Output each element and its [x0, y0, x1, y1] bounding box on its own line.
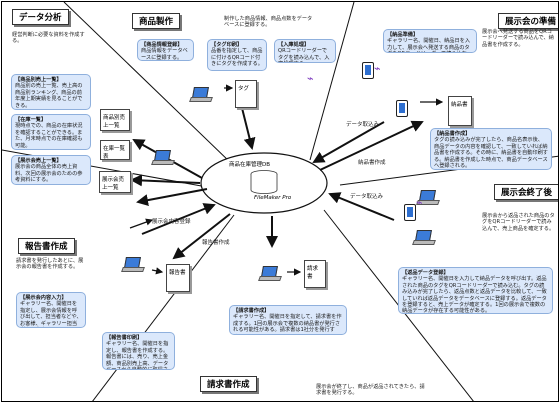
document-invoice: 請求書 [304, 260, 326, 288]
section-product-production: 商品製作 [132, 13, 181, 29]
label-data-read-prep: データ取込み [346, 122, 380, 128]
divider-line [92, 214, 235, 401]
note-data-analysis: 経営判断に必要な資料を作成する。 [12, 32, 85, 45]
note-invoice: 展示会が終了し、商品が返品されてきたら、請求書を発行する。 [316, 384, 425, 397]
box-tag-print: 【タグ印刷】品番を指定して、商品に付けるQRコード付きにタグを作成する。 [207, 39, 267, 71]
handheld-terminal-icon [362, 62, 374, 79]
arrow [172, 213, 231, 260]
note-report: 請求書を発行したあとに、展示会の報告書を作成する。 [16, 258, 84, 271]
laptop-icon [412, 230, 436, 245]
label-report-create: 報告書作成 [202, 240, 230, 246]
box-return-data-registration: 【返品データ登録】ギャラリー名、開催日を入力して納品データを呼び出す。返品された… [398, 267, 553, 314]
database-brand: FileMaker Pro [254, 195, 292, 201]
box-exhibition-content-entry: 【展示会内容入力】ギャラリー名、開催日を指定し、展示会情報を呼び出して、担当者な… [16, 292, 86, 328]
document-product-sales: 商品別売上一覧 [100, 109, 130, 131]
handheld-terminal-icon [396, 100, 408, 117]
box-report-print: 【報告書印刷】ギャラリー名、開催日を指定し、報告書を作成する。報告書には、売り、… [102, 332, 175, 370]
arrow [130, 174, 201, 187]
box-inventory-list: 【在庫一覧】現時点での、商品の在庫状況を確認することができる。また、月末時点での… [11, 114, 91, 150]
divider-line [309, 2, 355, 161]
document-tag: タグ [235, 80, 257, 108]
note-exhibition-end: 展示会から返品された商品のタグをQRコードリーダーで読み込んで、売上商品を確定す… [482, 213, 555, 232]
arrow [328, 192, 395, 221]
arrow [141, 203, 216, 235]
arrow [136, 188, 208, 207]
laptop-icon [151, 150, 175, 165]
arrow [239, 99, 256, 150]
document-report: 報告書 [166, 264, 190, 292]
document-delivery-note: 納品書 [448, 96, 472, 126]
box-delivery-note-create: 【納品書作成】タグの読み込みが完了したら、商品名表示後、商品データの内容を確認し… [430, 128, 552, 170]
box-stock-in: 【入庫処理】QRコードリーダーでタグを読み込んで、入庫処理する。 [274, 39, 336, 63]
label-exhibition-content-entry: 展示会内容登録 [152, 219, 191, 225]
note-exhibition-prep: 展示会へ発送する商品をQRコードリーダーで読み込んで、納品書を作成する。 [482, 29, 554, 48]
laptop-icon [258, 266, 282, 281]
label-data-read-end: データ取込み [350, 194, 384, 200]
box-product-registration: 【商品情報登録】商品情報をデータベースに登録する。 [137, 39, 194, 61]
note-product-production: 制作した商品情報、商品点数をデータベースに登録する。 [224, 16, 313, 29]
box-invoice-create: 【請求書作成】ギャラリー名、開催日を指定して、請求書を作成する。1回の展示会で複… [229, 305, 347, 335]
document-inventory: 在庫一覧表 [100, 140, 130, 160]
laptop-icon [189, 87, 213, 102]
divider-line [63, 2, 233, 165]
arrow [312, 121, 385, 163]
qr-scanner-icon: ⌁ [307, 72, 314, 85]
box-delivery-prep: 【納品準備】ギャラリー名、開催日、納品日を入力して、展示会へ発送する商品のタグを… [383, 29, 477, 53]
database-title: 商品在庫管理DB [229, 162, 271, 168]
document-exhibition-sales: 展示会売上一覧 [99, 171, 131, 193]
section-report: 報告書作成 [18, 238, 75, 254]
qr-scanner-icon: ⌁ [416, 196, 423, 209]
section-exhibition-end: 展示会終了後 [494, 184, 558, 200]
label-delivery-note-create: 納品書作成 [358, 160, 386, 166]
arrow [319, 120, 424, 171]
laptop-icon [121, 257, 145, 272]
section-invoice: 請求書作成 [200, 376, 257, 392]
box-exhibition-sales-list: 【展示会売上一覧】展示会の商品全体の売上資料、次回の展示会のための参考資料にする… [11, 155, 91, 185]
section-exhibition-prep: 展示会の準備 [498, 13, 558, 29]
qr-scanner-icon: ⌁ [374, 62, 381, 75]
handheld-terminal-icon [404, 204, 416, 221]
box-product-sales-list: 【商品別売上一覧】商品別の売上一覧、売上高の商品別ランキング、商品の前年度上期実… [11, 74, 91, 110]
section-data-analysis: データ分析 [12, 9, 69, 25]
